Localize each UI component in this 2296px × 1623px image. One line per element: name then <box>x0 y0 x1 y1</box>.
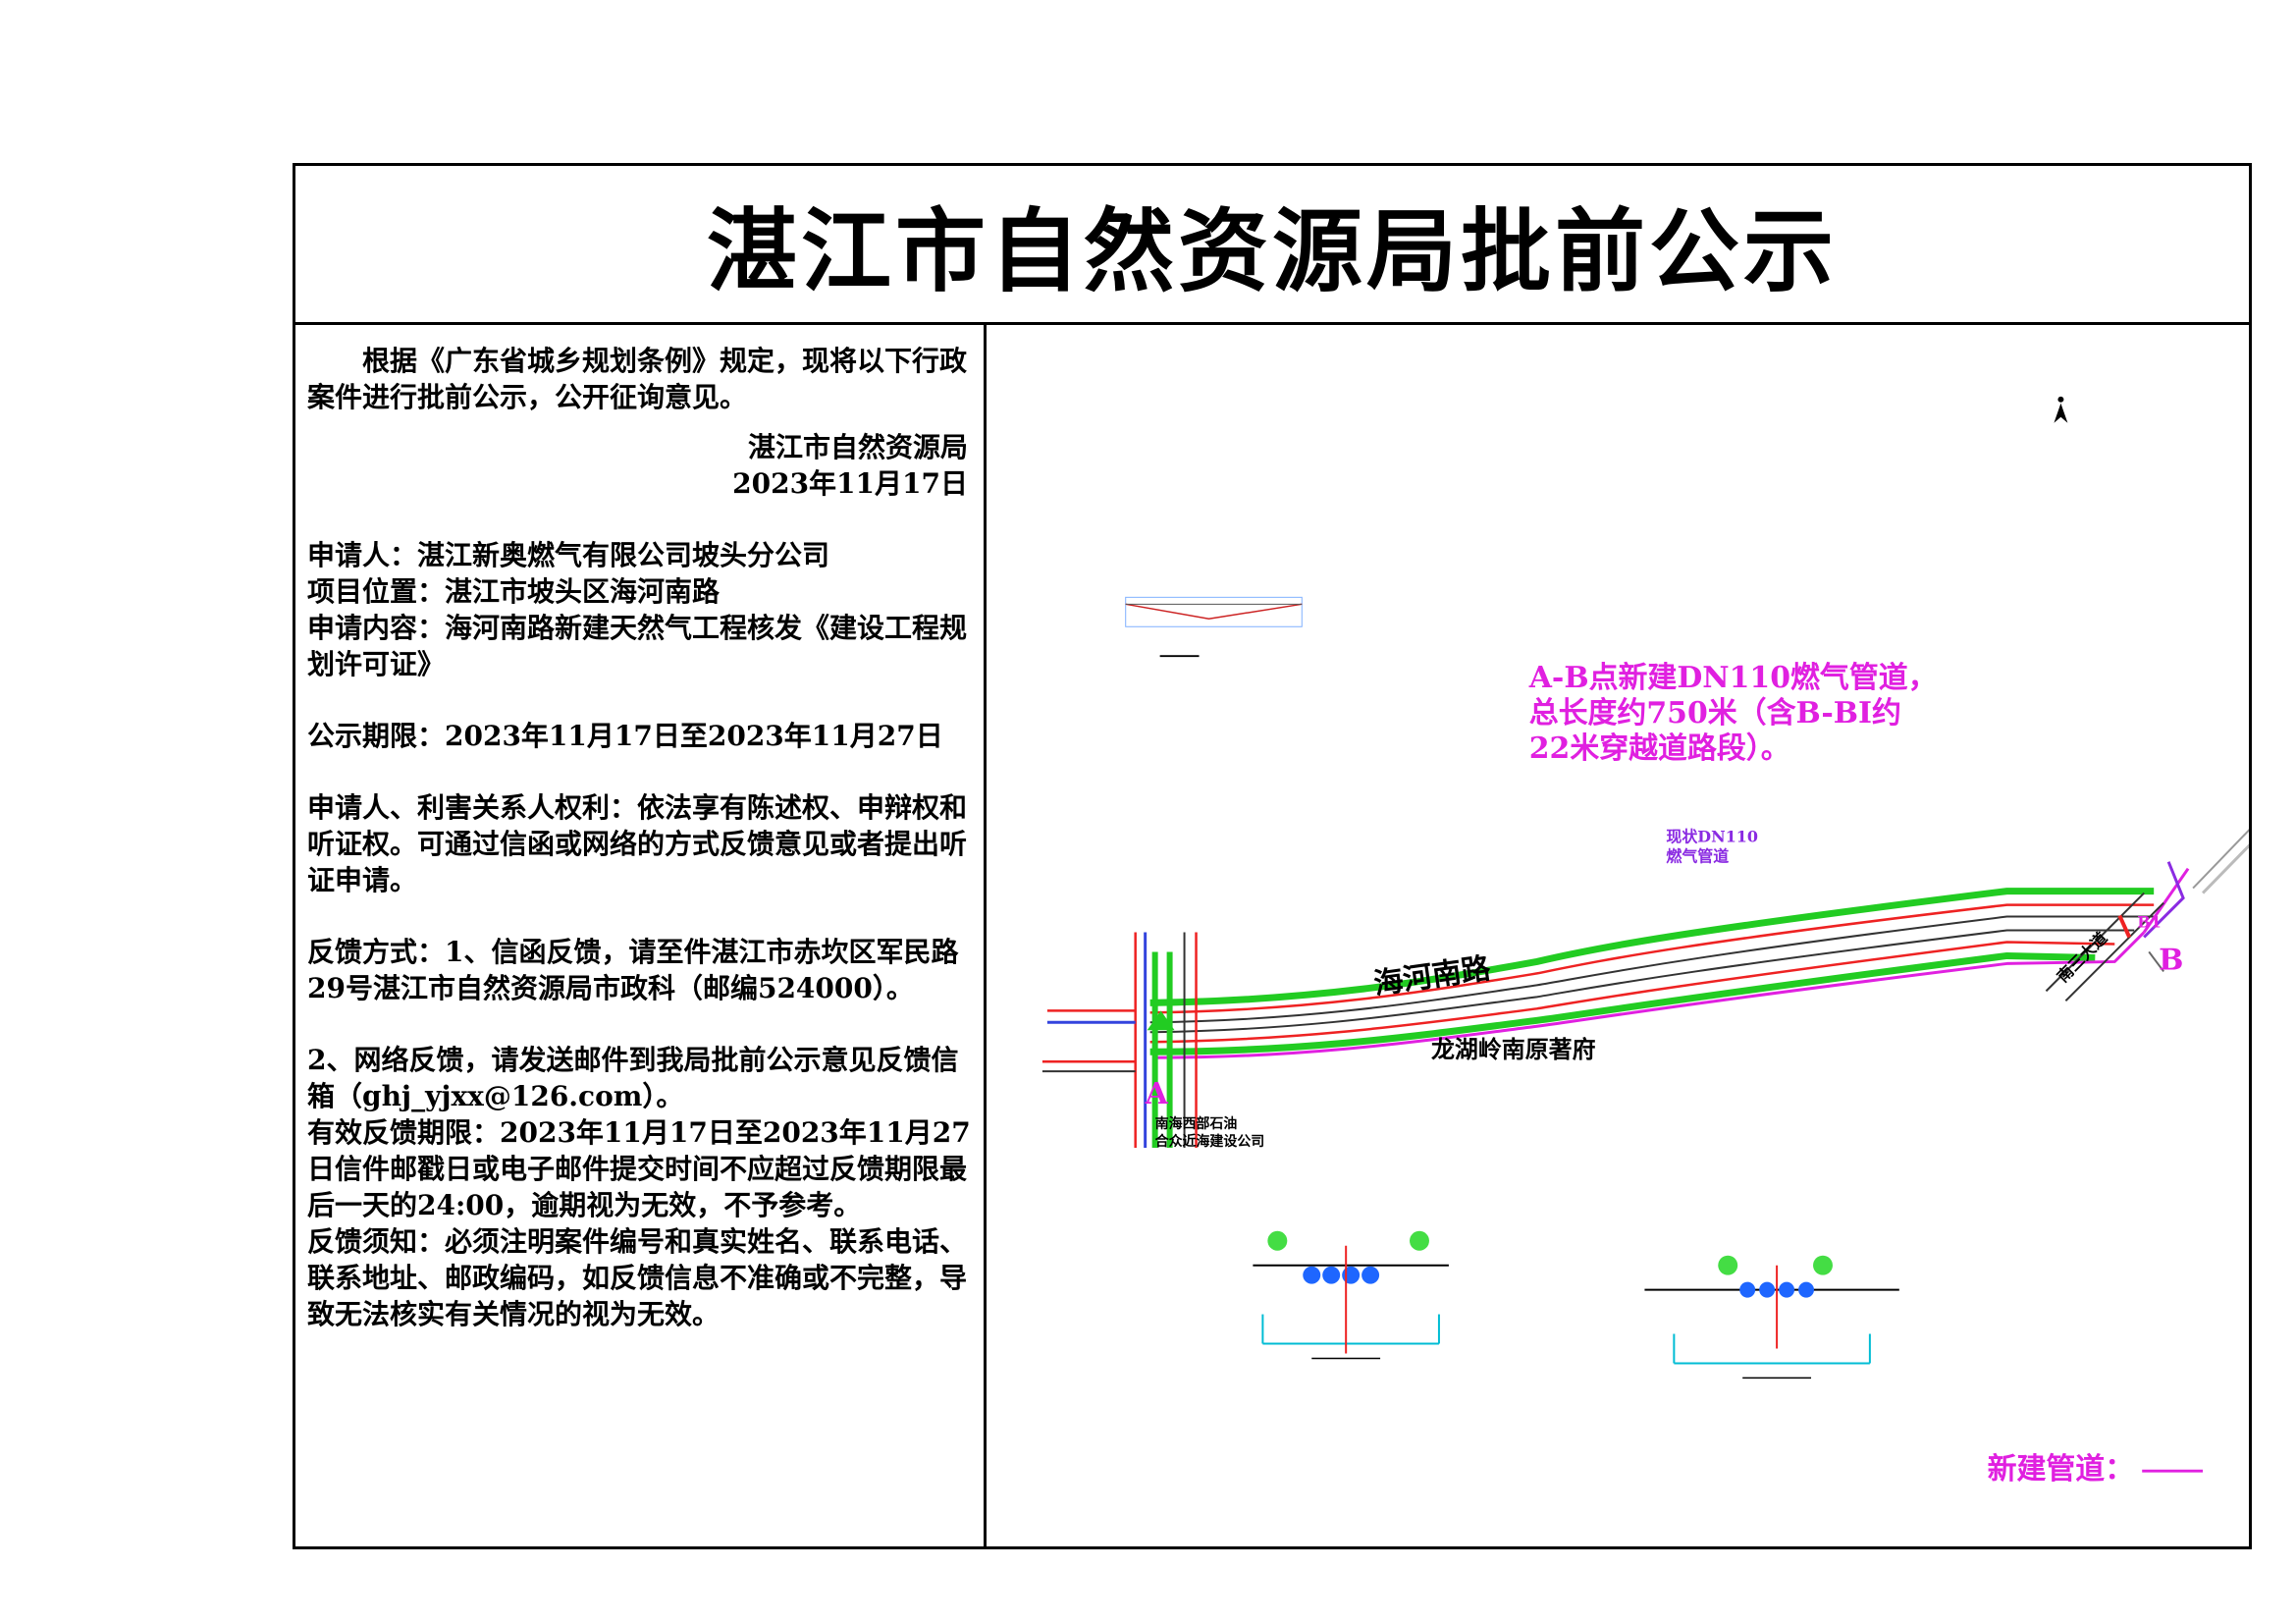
rights-statement: 申请人、利害关系人权利：依法享有陈述权、申辩权和听证权。可通过信函或网络的方式反… <box>307 791 968 896</box>
project-location: 项目位置：湛江市坡头区海河南路 <box>307 575 721 608</box>
site-plan-map: A-B点新建DN110燃气管道， 总长度约750米（含B-BI约 22米穿越道路… <box>987 325 2249 1546</box>
company-label-2: 合众近海建设公司 <box>1155 1133 1265 1150</box>
legend: 新建管道： <box>1988 1452 2204 1487</box>
svg-text:22米穿越道路段）。: 22米穿越道路段）。 <box>1529 731 1790 766</box>
notice-text-column: 根据《广东省城乡规划条例》规定，现将以下行政案件进行批前公示，公开征询意见。 湛… <box>295 325 987 1546</box>
issue-date: 2023年11月17日 <box>732 467 968 500</box>
haihe-south-road <box>1149 867 2190 1059</box>
notice-intro: 根据《广东省城乡规划条例》规定，现将以下行政案件进行批前公示，公开征询意见。 <box>307 345 968 413</box>
svg-text:A-B点新建DN110燃气管道，: A-B点新建DN110燃气管道， <box>1528 661 1938 695</box>
svg-text:总长度约750米（含B-BI约: 总长度约750米（含B-BI约 <box>1529 696 1901 730</box>
existing-pipe-label-2: 燃气管道 <box>1666 847 1729 866</box>
feedback-notes: 反馈须知：必须注明案件编号和真实姓名、联系电话、联系地址、邮政编码，如反馈信息不… <box>307 1225 968 1330</box>
north-arrow-icon <box>2054 396 2068 423</box>
point-b-label: B <box>2159 943 2183 977</box>
point-a-label: A <box>1145 1077 1169 1111</box>
title-row: 湛江市自然资源局批前公示 <box>295 166 2249 325</box>
pipe-profile-drawing <box>1125 596 1303 658</box>
feedback-mail: 反馈方式：1、信函反馈，请至件湛江市赤坎区军民路29号湛江市自然资源局市政科（邮… <box>307 936 959 1004</box>
point-b1-label: B1 <box>2137 913 2162 932</box>
estate-label: 龙湖岭南原著府 <box>1431 1036 1596 1063</box>
page-title: 湛江市自然资源局批前公示 <box>706 198 1838 304</box>
applicant: 申请人：湛江新奥燃气有限公司坡头分公司 <box>307 539 830 571</box>
valid-feedback-period: 有效反馈期限：2023年11月17日至2023年11月27日信件邮戳日或电子邮件… <box>307 1116 971 1221</box>
side-road-b <box>2045 829 2249 1002</box>
notice-frame: 湛江市自然资源局批前公示 根据《广东省城乡规划条例》规定，现将以下行政案件进行批… <box>293 163 2252 1549</box>
application-content: 申请内容：海河南路新建天然气工程核发《建设工程规划许可证》 <box>307 612 968 680</box>
cross-section-1 <box>1253 1230 1449 1360</box>
cross-road <box>1041 932 1198 1148</box>
issuer-name: 湛江市自然资源局 <box>747 431 968 463</box>
legend-label: 新建管道： <box>1988 1452 2135 1487</box>
cross-section-2 <box>1644 1255 1899 1380</box>
pipe-annotation: A-B点新建DN110燃气管道， 总长度约750米（含B-BI约 22米穿越道路… <box>1528 661 1938 766</box>
existing-pipe-label-1: 现状DN110 <box>1666 828 1758 846</box>
feedback-email: 2、网络反馈，请发送邮件到我局批前公示意见反馈信箱（ghj_yjxx@126.c… <box>307 1044 959 1112</box>
notice-period: 公示期限：2023年11月17日至2023年11月27日 <box>307 720 943 752</box>
company-label-1: 南海西部石油 <box>1155 1115 1238 1132</box>
